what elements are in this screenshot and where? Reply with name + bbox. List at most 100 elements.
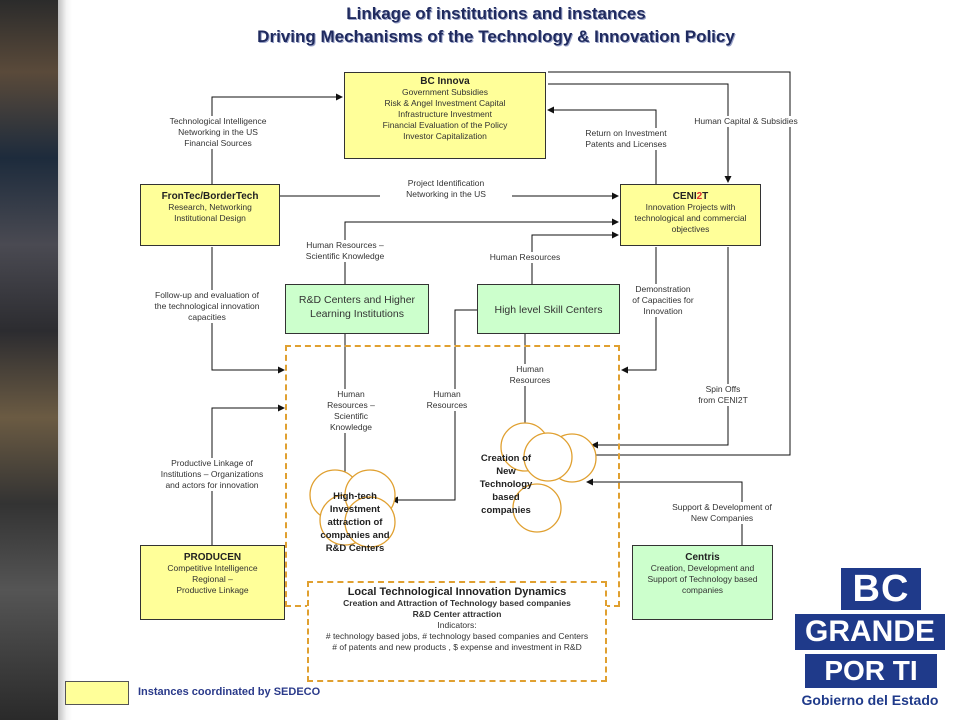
rd-centers-box: R&D Centers and Higher Learning Institut… <box>285 284 429 334</box>
producen-box: PRODUCEN Competitive Intelligence Region… <box>140 545 285 620</box>
creation-circle-3 <box>523 432 573 482</box>
label-line: Productive Linkage of <box>171 458 253 468</box>
line-ceni2t-spinoffs <box>591 247 729 449</box>
centris-title: Centris <box>685 552 720 563</box>
logo-line: BC <box>841 568 921 610</box>
label-line: Financial Sources <box>184 138 252 148</box>
ceni2t-title-mid: 2 <box>696 191 703 202</box>
bc-innova-line: Government Subsidies <box>402 87 488 97</box>
circle-line: R&D Centers <box>325 543 385 554</box>
frontec-line: Institutional Design <box>174 213 246 223</box>
ceni2t-title: CENI2T <box>621 191 760 202</box>
label-line: Innovation <box>643 306 683 316</box>
creation-circle-4 <box>512 483 562 533</box>
creation-circle-text: Creation of New Technology based compani… <box>470 452 542 517</box>
label-line: Human <box>516 364 544 374</box>
circle-line: Creation of <box>480 453 532 464</box>
circle-line: Technology <box>479 479 533 490</box>
producen-line: Regional – <box>192 574 233 584</box>
label-line: Support & Development of <box>672 502 772 512</box>
circle-line: High-tech <box>333 491 377 502</box>
logo-line: POR TI <box>805 654 937 688</box>
label-line: of Capacities for <box>632 295 694 305</box>
label-line: Scientific Knowledge <box>305 251 385 261</box>
centris-line: Support of Technology based <box>647 574 758 584</box>
producen-line: Competitive Intelligence <box>167 563 258 573</box>
dynamics-indicator: # technology based jobs, # technology ba… <box>325 631 589 641</box>
label-line: from CENI2T <box>698 395 748 405</box>
label-line: Resources <box>426 400 468 410</box>
circle-line: based <box>492 492 520 503</box>
line-ceni2t-to-bcinnova <box>547 106 657 185</box>
dynamics-indicator: # of patents and new products , $ expens… <box>332 642 582 652</box>
label-line: and actors for innovation <box>165 480 259 490</box>
page-title: Linkage of institutions and instances <box>346 4 646 23</box>
label-line: Human Resources – <box>306 240 384 250</box>
producen-title: PRODUCEN <box>183 552 242 563</box>
frontec-box: FronTec/BorderTech Research, Networking … <box>140 184 280 246</box>
label-project-identification: Project Identification Networking in the… <box>380 178 512 200</box>
label-line: Human <box>337 389 365 399</box>
label-line: Return on Investment <box>585 128 667 138</box>
dynamics-subtitle: R&D Center attraction <box>412 609 502 619</box>
line-producen-to-dynamics <box>211 404 285 545</box>
label-hr-scientific-left: Human Resources – Scientific Knowledge <box>318 389 384 433</box>
decorative-photo-strip <box>0 0 58 720</box>
ceni2t-title-pre: CENI <box>672 191 697 202</box>
label-follow-up: Follow-up and evaluation of the technolo… <box>140 290 274 323</box>
label-line: Project Identification <box>407 178 485 188</box>
line-frontec-to-bcinnova <box>211 93 343 185</box>
label-human-resources-center: Human Resources <box>500 364 560 386</box>
logo-line: GRANDE <box>795 614 945 650</box>
label-line: Institutions – Organizations <box>160 469 264 479</box>
bc-innova-line: Infrastructure Investment <box>397 109 492 119</box>
label-line: Networking in the US <box>178 127 258 137</box>
line-frontec-to-dynamics <box>211 247 285 374</box>
label-line: Resources – <box>327 400 375 410</box>
label-tech-intel: Technological Intelligence Networking in… <box>148 116 288 149</box>
line-rd-to-ceni2t <box>344 218 619 284</box>
legend-text: Instances coordinated by SEDECO <box>138 686 321 698</box>
line-bcinnova-to-creation <box>548 71 791 459</box>
circle-line: companies <box>481 505 531 516</box>
sidebar-edge <box>58 0 72 720</box>
dynamics-area <box>285 345 620 607</box>
line-centris-to-creation <box>586 478 743 545</box>
centris-box: Centris Creation, Development and Suppor… <box>632 545 773 620</box>
page-subtitle: Driving Mechanisms of the Technology & I… <box>257 27 735 46</box>
bc-innova-line: Investor Capitalization <box>403 131 487 141</box>
centris-line: companies <box>681 585 724 595</box>
ceni2t-title-post: T <box>702 191 709 202</box>
label-line: New Companies <box>690 513 754 523</box>
ceni2t-box: CENI2T Innovation Projects with technolo… <box>620 184 761 246</box>
frontec-title: FronTec/BorderTech <box>161 191 259 202</box>
label-line: Networking in the US <box>406 189 486 199</box>
line-skill-to-ceni2t <box>531 231 619 284</box>
dynamics-subtitle: Creation and Attraction of Technology ba… <box>343 598 571 608</box>
label-line: capacities <box>188 312 226 322</box>
circle-line: Investment <box>329 504 381 515</box>
logo-line: Gobierno del Estado <box>801 692 939 708</box>
bc-innova-line: Financial Evaluation of the Policy <box>382 120 508 130</box>
producen-line: Productive Linkage <box>176 585 249 595</box>
bc-innova-box: BC Innova Government Subsidies Risk & An… <box>344 72 546 159</box>
rd-centers-title: R&D Centers and Higher Learning Institut… <box>298 294 416 320</box>
bc-innova-line: Risk & Angel Investment Capital <box>384 98 506 108</box>
circle-line: companies and <box>320 530 390 541</box>
bc-grande-logo: BC GRANDE POR TI Gobierno del Estado <box>795 568 955 714</box>
hightech-circle-text: High-tech Investment attraction of compa… <box>310 490 400 555</box>
label-line: Spin Offs <box>705 384 741 394</box>
bc-innova-title: BC Innova <box>420 76 470 87</box>
label-line: Patents and Licenses <box>585 139 667 149</box>
label-productive-linkage: Productive Linkage of Institutions – Org… <box>144 458 280 491</box>
dynamics-summary-box: Local Technological Innovation Dynamics … <box>307 581 607 682</box>
label-hr-top: Human Resources <box>478 252 572 263</box>
label-demonstration: Demonstration of Capacities for Innovati… <box>622 284 704 317</box>
frontec-line: Research, Networking <box>168 202 252 212</box>
dynamics-title: Local Technological Innovation Dynamics <box>347 586 567 598</box>
label-support-development: Support & Development of New Companies <box>662 502 782 524</box>
ceni2t-line: Innovation Projects with <box>645 202 736 212</box>
label-hr-mid: Human Resources <box>420 389 474 411</box>
centris-line: Creation, Development and <box>650 563 755 573</box>
label-line: the technological innovation <box>154 301 260 311</box>
